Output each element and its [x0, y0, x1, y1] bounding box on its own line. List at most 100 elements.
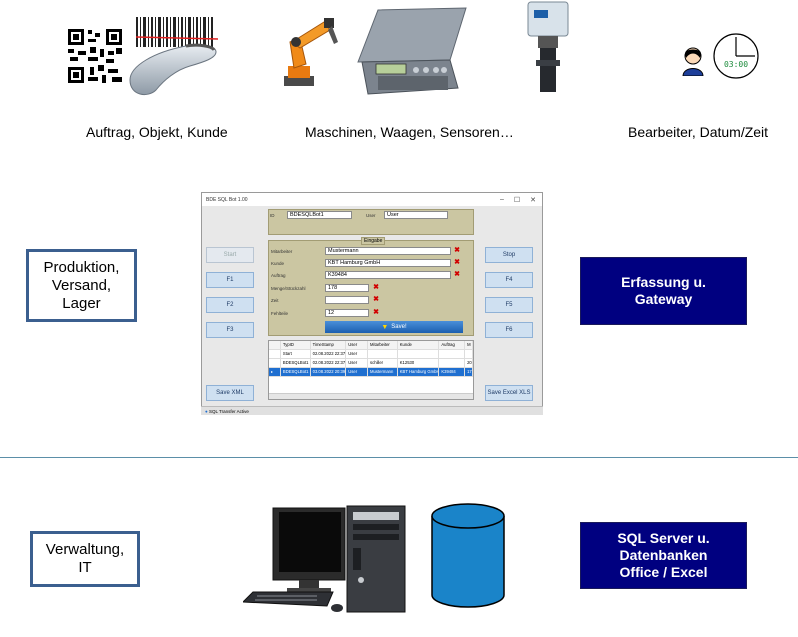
field-label: Zeit — [271, 298, 279, 303]
table-cell: 20 — [467, 359, 473, 367]
industrial-robot-icon — [284, 18, 338, 86]
close-icon[interactable]: ✕ — [530, 196, 536, 204]
table-header — [269, 341, 281, 349]
field-label: Mitarbeiter — [271, 249, 293, 254]
field-label: Fehlteile — [271, 311, 289, 316]
table-cell: K12530 — [398, 359, 440, 367]
field-label: Kunde — [271, 261, 285, 266]
stop-button[interactable]: Stop — [485, 247, 533, 263]
box-line: Verwaltung, — [45, 541, 125, 558]
table-cell: 17 — [467, 368, 473, 376]
table-cell — [269, 359, 281, 367]
table-cell: K39484 — [439, 368, 466, 376]
box-line: Erfassung u. — [621, 274, 706, 290]
app-title: BDE SQL Bot 1.00 — [206, 196, 248, 203]
barcode-scanner-icon — [129, 43, 217, 96]
caption-operator-datetime: Bearbeiter, Datum/Zeit — [628, 124, 769, 140]
employee-field[interactable]: Mustermann — [325, 247, 451, 255]
id-field[interactable]: BDESQLBot1 — [287, 211, 352, 219]
caption-order-object-customer: Auftrag, Objekt, Kunde — [86, 124, 228, 140]
time-field[interactable] — [325, 296, 369, 304]
status-text: SQL Transfer Active — [208, 409, 249, 414]
table-header: User — [346, 341, 369, 349]
desktop-computer-icon — [243, 505, 406, 613]
f1-button[interactable]: F1 — [206, 272, 254, 288]
table-cell — [439, 350, 466, 358]
box-line: IT — [78, 559, 92, 576]
table-cell: BDESQLBot1 — [281, 359, 311, 367]
status-bar: ● SQL Transfer Active — [201, 406, 543, 415]
table-row[interactable]: Start 02.08.2022 22:37 User — [269, 350, 473, 359]
order-field[interactable]: K39484 — [325, 271, 451, 279]
caption-machines-scales-sensors: Maschinen, Waagen, Sensoren… — [305, 124, 514, 140]
status-icon: ● — [205, 409, 208, 414]
f2-button[interactable]: F2 — [206, 297, 254, 313]
table-cell — [368, 350, 398, 358]
clear-icon[interactable]: ✖ — [373, 309, 379, 316]
missing-parts-field[interactable]: 12 — [325, 309, 369, 317]
box-line: Versand, — [51, 276, 112, 294]
start-button[interactable]: Start — [206, 247, 254, 263]
table-row[interactable]: BDESQLBot1 02.08.2022 22:37 User schille… — [269, 359, 473, 368]
table-row-selected[interactable]: ▸ BDESQLBot1 03.08.2022 20:39 User Muste… — [269, 368, 473, 377]
box-administration-it: Verwaltung, IT — [30, 531, 140, 587]
horizontal-scrollbar[interactable] — [269, 393, 473, 399]
database-cylinder-icon — [431, 503, 505, 608]
qr-code-icon — [66, 27, 124, 85]
save-button-label: Save! — [391, 324, 407, 330]
table-cell: 03.08.2022 20:39 — [312, 368, 347, 376]
box-line: Office / Excel — [619, 564, 708, 580]
data-grid[interactable]: TypID TimeStamp User Mitarbeiter Kunde A… — [268, 340, 474, 400]
table-cell: 02.08.2022 22:37 — [312, 350, 347, 358]
f6-button[interactable]: F6 — [485, 322, 533, 338]
box-line: Produktion, — [43, 258, 120, 276]
box-line: SQL Server u. — [617, 530, 710, 546]
clear-icon[interactable]: ✖ — [454, 271, 460, 278]
table-cell — [439, 359, 466, 367]
clock-time: 03:00 — [723, 60, 749, 69]
customer-field[interactable]: KBT Hamburg GmbH — [325, 259, 451, 267]
box-production-shipping-warehouse: Produktion, Versand, Lager — [26, 249, 137, 322]
weighing-scale-icon — [357, 7, 467, 95]
table-cell — [269, 350, 281, 358]
clear-icon[interactable]: ✖ — [373, 296, 379, 303]
table-header: M — [465, 341, 473, 349]
minimize-icon[interactable]: – — [499, 195, 504, 203]
field-label: Menge/Stückzahl — [271, 286, 306, 291]
table-cell: User — [346, 368, 369, 376]
barcode-icon — [136, 17, 218, 47]
table-cell: 02.08.2022 22:37 — [312, 359, 347, 367]
f3-button[interactable]: F3 — [206, 322, 254, 338]
table-header: Mitarbeiter — [368, 341, 398, 349]
maximize-icon[interactable]: ☐ — [513, 196, 521, 204]
table-cell — [398, 350, 440, 358]
save-excel-button[interactable]: Save Excel XLS — [485, 385, 533, 401]
clock-icon — [713, 33, 759, 79]
clear-icon[interactable]: ✖ — [373, 284, 379, 291]
input-panel-title: Eingabe — [361, 237, 386, 245]
table-header: Kunde — [398, 341, 440, 349]
f5-button[interactable]: F5 — [485, 297, 533, 313]
clear-icon[interactable]: ✖ — [454, 259, 460, 266]
clear-icon[interactable]: ✖ — [454, 247, 460, 254]
separator-line — [0, 457, 798, 458]
user-icon — [682, 47, 704, 76]
box-line: Datenbanken — [619, 547, 708, 563]
table-cell: User — [346, 359, 369, 367]
table-cell: KBT Hamburg GmbH — [399, 368, 440, 376]
user-label: User — [366, 213, 376, 218]
box-line: Lager — [62, 294, 101, 312]
box-capture-gateway: Erfassung u. Gateway — [580, 257, 747, 325]
save-xml-button[interactable]: Save XML — [206, 385, 254, 401]
quantity-field[interactable]: 178 — [325, 284, 369, 292]
f4-button[interactable]: F4 — [485, 272, 533, 288]
table-header: TimeStamp — [311, 341, 347, 349]
funnel-icon: ▼ — [381, 323, 389, 331]
save-button[interactable]: ▼ Save! — [325, 321, 463, 333]
table-header: TypID — [281, 341, 311, 349]
user-field[interactable]: User — [384, 211, 448, 219]
table-cell: BDESQLBot1 — [281, 368, 311, 376]
box-sql-server-databases-office: SQL Server u. Datenbanken Office / Excel — [580, 522, 747, 589]
table-cell — [465, 350, 473, 358]
sensor-icon — [527, 1, 569, 92]
